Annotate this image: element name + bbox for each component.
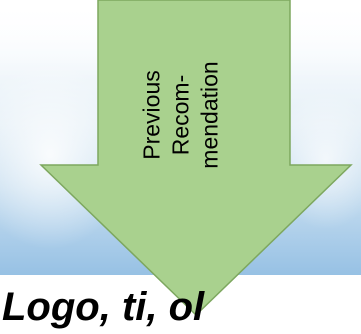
arrow-label-line-1: Previous <box>138 70 165 160</box>
arrow-label-line-2: Recom- <box>167 74 194 156</box>
down-arrow-body <box>39 0 353 317</box>
bottom-cropped-heading: Logo, ti, ol <box>2 285 205 329</box>
arrow-label-line-3: mendation <box>196 61 223 169</box>
arrow-label: Previous Recom- mendation <box>138 15 225 215</box>
